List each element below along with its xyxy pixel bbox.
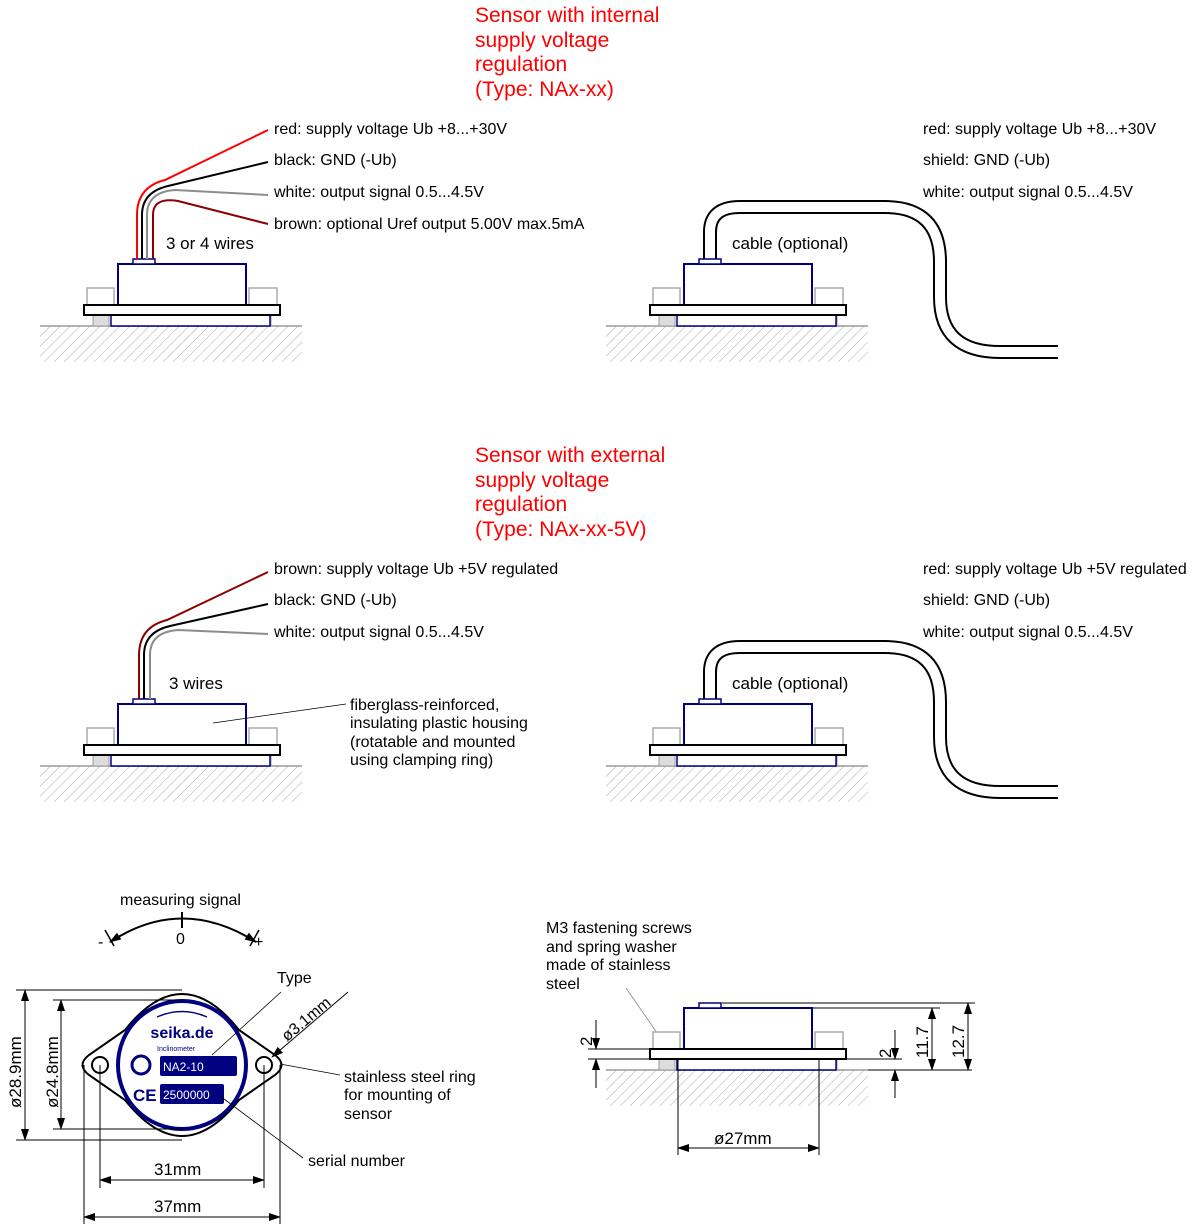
circle-icon — [130, 1054, 152, 1076]
wire-count-label: 3 or 4 wires — [166, 234, 254, 253]
wire-count-label: 3 wires — [169, 674, 223, 693]
type-value: NA2-10 — [163, 1060, 204, 1074]
body-height-dim: 11.7 — [913, 1026, 932, 1058]
section-title: Sensor with external supply voltage regu… — [475, 444, 671, 541]
inner-diameter-dim: ø24.8mm — [43, 1036, 62, 1108]
sensor-side-view-cable — [605, 258, 869, 363]
top-view: measuring signal - 0 + seika.de Inclinom… — [6, 892, 480, 1224]
cable-label-red: red: supply voltage Ub +8...+30V — [923, 121, 1156, 138]
wire-label-brown: brown: optional Uref output 5.00V max.5m… — [274, 216, 585, 233]
housing-note: fiberglass-reinforced, insulating plasti… — [350, 697, 532, 769]
wire-label-white: white: output signal 0.5...4.5V — [273, 624, 484, 641]
cable-label-white: white: output signal 0.5...4.5V — [922, 184, 1133, 201]
cable-label-white: white: output signal 0.5...4.5V — [922, 624, 1133, 641]
cable-optional-label: cable (optional) — [732, 674, 848, 693]
wires — [136, 129, 269, 259]
logo-subtitle: Inclinometer — [157, 1046, 196, 1053]
screw-note: M3 fastening screws and spring washer ma… — [546, 920, 696, 993]
wire-label-red: red: supply voltage Ub +8...+30V — [274, 121, 507, 138]
sensor-side-view-wires — [39, 258, 303, 363]
zero-mark: 0 — [176, 931, 185, 948]
wire-label-black: black: GND (-Ub) — [274, 592, 397, 609]
sensor-side-view-cable — [605, 698, 869, 803]
section-internal: Sensor with internal supply voltage regu… — [39, 4, 1156, 363]
sensor-side-view — [605, 1002, 869, 1107]
outer-diameter-dim: ø28.9mm — [6, 1036, 25, 1108]
ring-height-dim: 2 — [876, 1049, 895, 1058]
cable-label-shield: shield: GND (-Ub) — [923, 152, 1050, 169]
plus-sign: + — [254, 934, 263, 951]
wire-label-white: white: output signal 0.5...4.5V — [273, 184, 484, 201]
cable-label-red: red: supply voltage Ub +5V regulated — [923, 561, 1187, 578]
minus-sign: - — [98, 934, 103, 951]
hole-spacing-dim: 31mm — [154, 1160, 201, 1179]
wire-label-brown: brown: supply voltage Ub +5V regulated — [274, 561, 558, 578]
washer-height-dim: 2 — [577, 1037, 596, 1046]
cable-label-shield: shield: GND (-Ub) — [923, 592, 1050, 609]
type-label: Type — [277, 970, 312, 987]
wire-label-black: black: GND (-Ub) — [274, 152, 397, 169]
total-height-dim: 12.7 — [949, 1025, 968, 1058]
hole-diameter-dim: ø3.1mm — [279, 994, 335, 1045]
ring-note: stainless steel ring for mounting of sen… — [344, 1069, 480, 1123]
section-external: Sensor with external supply voltage regu… — [39, 444, 1187, 803]
ce-mark: CE — [133, 1086, 157, 1105]
section-title: Sensor with internal supply voltage regu… — [475, 4, 665, 101]
logo: seika.de — [150, 1025, 213, 1042]
serial-number-label: serial number — [308, 1153, 406, 1170]
cable-optional-label: cable (optional) — [732, 234, 848, 253]
serial-value: 2500000 — [163, 1088, 210, 1102]
wires — [138, 571, 269, 699]
side-view-dimensions: M3 fastening screws and spring washer ma… — [546, 920, 975, 1155]
measuring-signal-label: measuring signal — [120, 892, 241, 909]
base-diameter-dim: ø27mm — [714, 1129, 772, 1148]
width-dim: 37mm — [154, 1197, 201, 1216]
sensor-side-view-wires — [39, 698, 303, 803]
